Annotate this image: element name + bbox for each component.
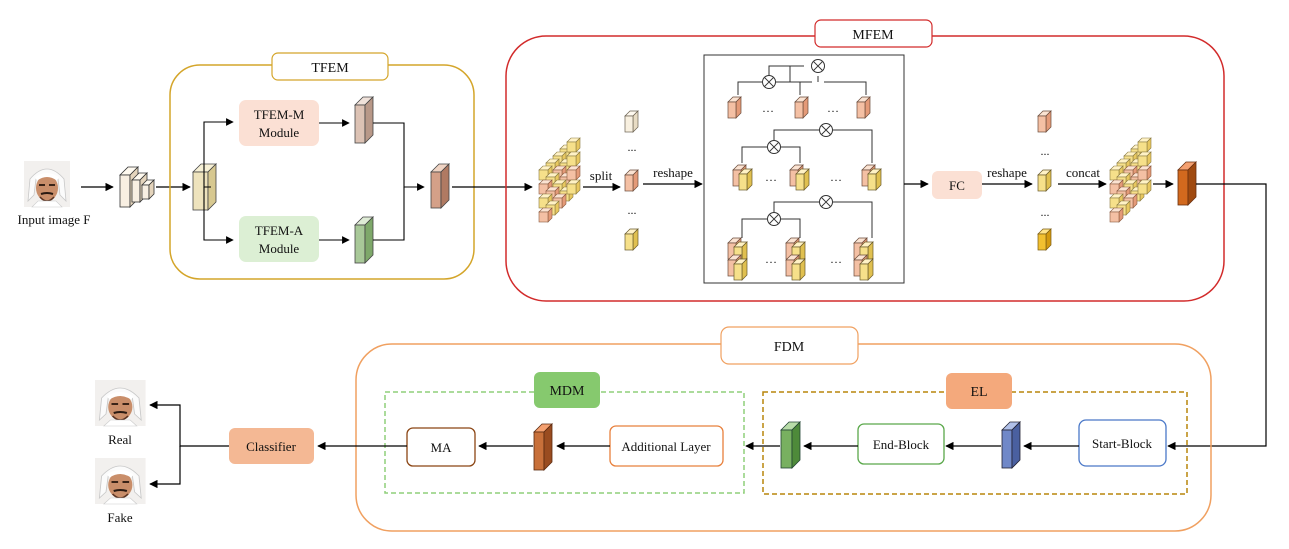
el-title: EL — [970, 385, 987, 400]
mfem-input-feature-grid — [538, 137, 581, 223]
tfem-m-module-box — [239, 100, 319, 146]
start-block — [1078, 419, 1167, 467]
split-ellipsis-bottom: ... — [628, 203, 637, 217]
tfem-a-line1: TFEM-A — [255, 223, 304, 238]
mfem-concat-feature-grid — [1109, 137, 1152, 223]
tfem-title: TFEM — [311, 61, 349, 76]
tfem-output-feature — [430, 163, 450, 209]
input-feature-stack — [119, 166, 155, 208]
input-label: Input image F — [18, 212, 91, 227]
row2-dots-a: … — [765, 170, 777, 184]
fc-box — [932, 171, 982, 199]
fdm-title-box — [720, 326, 859, 365]
mfem-title-box — [814, 19, 933, 48]
fdm-title: FDM — [774, 340, 805, 355]
real-label: Real — [108, 432, 132, 447]
input-face-image — [22, 159, 72, 209]
fusion-tree-row-1 — [727, 59, 871, 119]
fusion-tree-row-2 — [732, 123, 882, 191]
tfem-a-line2: Module — [259, 241, 300, 256]
reshaped-features — [1037, 110, 1052, 251]
end-block-label: End-Block — [873, 437, 930, 452]
reshape-label-2: reshape — [987, 165, 1027, 180]
tfem-a-module-box — [239, 216, 319, 262]
tfem-m-line1: TFEM-M — [254, 107, 305, 122]
start-block-label: Start-Block — [1092, 436, 1152, 451]
tfem-m-feature — [354, 96, 374, 144]
row3-dots-b: … — [830, 252, 842, 266]
concat-label: concat — [1066, 165, 1100, 180]
fc-label: FC — [949, 178, 965, 193]
row2-dots-b: … — [830, 170, 842, 184]
split-ellipsis-top: ... — [628, 140, 637, 154]
fake-label: Fake — [107, 510, 133, 525]
classifier-label: Classifier — [246, 439, 296, 454]
split-features — [624, 110, 639, 251]
row1-dots-b: … — [827, 101, 839, 115]
fake-face-image — [95, 458, 146, 504]
ma-box — [406, 427, 476, 467]
reshape-label-1: reshape — [653, 165, 693, 180]
mfem-title: MFEM — [852, 28, 894, 43]
fusion-tree-row-3 — [727, 195, 874, 281]
additional-layer-label: Additional Layer — [621, 439, 711, 454]
mfem-output-feature — [1177, 161, 1197, 206]
mdm-mid-feature — [533, 423, 553, 471]
el-output-feature — [780, 421, 801, 469]
split-label: split — [590, 168, 613, 183]
ma-label: MA — [431, 440, 453, 455]
reshaped-ellipsis-bottom: ... — [1041, 205, 1050, 219]
tfem-title-box — [271, 52, 389, 81]
classifier-box — [229, 428, 314, 464]
mdm-title: MDM — [549, 384, 585, 399]
row3-dots-a: … — [765, 252, 777, 266]
real-face-image — [95, 380, 146, 426]
el-mid-feature — [1001, 421, 1021, 469]
reshaped-ellipsis-top: ... — [1041, 144, 1050, 158]
tfem-m-line2: Module — [259, 125, 300, 140]
end-block — [857, 423, 945, 465]
el-title-box — [946, 373, 1012, 409]
tfem-a-feature — [354, 216, 374, 264]
row1-dots-a: … — [762, 101, 774, 115]
mdm-title-box — [534, 372, 600, 408]
